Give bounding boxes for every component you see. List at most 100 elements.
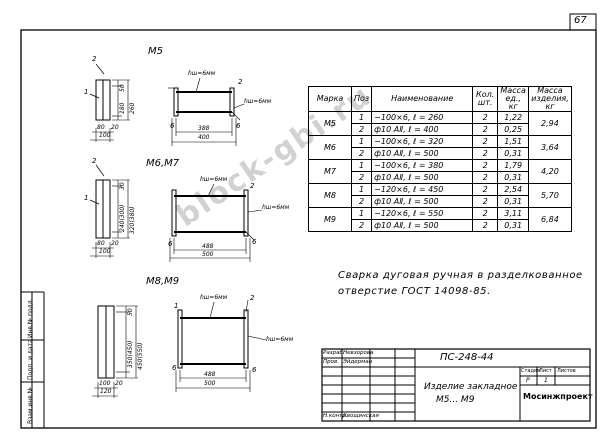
spec-mass: 2,54 — [497, 183, 530, 196]
spec-mass: 0,25 — [497, 123, 530, 136]
spec-mass: 0,31 — [497, 195, 530, 208]
name-check: Эйдерман — [343, 359, 373, 365]
m67-front-view — [169, 183, 263, 262]
title-block-lines — [321, 348, 591, 422]
m89-front-view — [175, 299, 267, 392]
m89-dim-inner: 488 — [204, 371, 216, 378]
name-norm: Хвощинская — [343, 413, 379, 419]
m89-dim-b2: 20 — [115, 380, 123, 387]
m5-side-pos2: 2 — [92, 55, 97, 63]
m67-dim-b2: 20 — [111, 240, 119, 247]
m89-dim-mid: 350(450) — [127, 340, 134, 368]
m5-side-view — [89, 63, 130, 142]
spec-pos: 1 — [350, 159, 373, 172]
page-number: 67 — [574, 15, 587, 26]
m89-dim-btotal: 120 — [100, 388, 112, 395]
m89-title: М8,М9 — [146, 276, 180, 287]
spec-qty: 2 — [472, 147, 499, 160]
stage-value: Р — [526, 377, 530, 384]
spec-qty: 2 — [472, 195, 499, 208]
spec-qty: 2 — [472, 123, 499, 136]
sheet-frame — [20, 29, 597, 429]
doc-title-1: Изделие закладное — [424, 382, 518, 392]
spec-mass: 1,79 — [497, 159, 530, 172]
m67-title: М6,М7 — [146, 158, 180, 169]
spec-name: −120×6, ℓ = 450 — [371, 183, 474, 196]
m89-dim-length: 500 — [204, 380, 216, 387]
role-check: Пров. — [323, 359, 339, 365]
m89-front-pos-right: 6 — [252, 366, 257, 374]
spec-pos: 2 — [350, 219, 373, 232]
left-binding-strip — [21, 291, 45, 428]
spec-qty: 2 — [472, 111, 499, 124]
m67-dim-top: 30 — [119, 182, 126, 190]
m67-side-pos1: 1 — [84, 194, 89, 202]
spec-pos: 1 — [350, 207, 373, 220]
welding-note: Сварка дуговая ручная в разделкованное о… — [338, 268, 583, 300]
org-name: Мосинжпроект — [523, 392, 593, 401]
spec-pos: 1 — [350, 183, 373, 196]
role-norm: Н.контр. — [323, 413, 348, 419]
m5-title: М5 — [148, 46, 163, 57]
spec-mass: 1,22 — [497, 111, 530, 124]
m5-dim-inner: 388 — [198, 125, 210, 132]
col-item-mass: Масса изделия, кг — [528, 86, 572, 112]
sheets-label: Листов — [557, 368, 576, 374]
m89-front-pos2: 2 — [250, 294, 255, 302]
stage-label: Стадия — [521, 368, 541, 374]
m5-front-pos2: 2 — [238, 78, 243, 86]
spec-header-row: Марка Поз Наименование Кол. шт. Масса ед… — [308, 86, 572, 112]
spec-name: −100×6, ℓ = 320 — [371, 135, 474, 148]
spec-qty: 2 — [472, 207, 499, 220]
m67-side-pos2: 2 — [92, 157, 97, 165]
m67-dim-length: 500 — [202, 251, 214, 258]
spec-pos: 2 — [350, 123, 373, 136]
spec-total: 5,70 — [528, 183, 572, 208]
m67-dim-mid: 240(300) — [119, 204, 126, 232]
spec-pos: 1 — [350, 135, 373, 148]
m5-dim-mid: 180 — [119, 102, 126, 114]
m67-front-pos-right: 6 — [252, 238, 257, 246]
m67-dim-b1: 80 — [97, 240, 105, 247]
m5-dim-b2: 20 — [111, 124, 119, 131]
sheet-value: 1 — [544, 377, 548, 384]
m5-weld-label-side: hш=6мм — [244, 98, 272, 105]
m89-front-pos1: 1 — [174, 302, 179, 310]
spec-mass: 3,11 — [497, 207, 530, 220]
m5-side-pos1: 1 — [84, 88, 89, 96]
m5-dim-b1: 80 — [97, 124, 105, 131]
spec-name: ф10 АⅡ, ℓ = 500 — [371, 171, 474, 184]
spec-name: −100×6, ℓ = 380 — [371, 159, 474, 172]
m89-weld-label: hш=6мм — [200, 294, 228, 301]
spec-mark: М8 — [308, 183, 352, 208]
m89-front-pos-left: 6 — [172, 364, 177, 372]
m67-front-pos-left: 6 — [168, 240, 173, 248]
role-dev: Разраб. — [323, 350, 345, 356]
spec-name: ф10 АⅡ, ℓ = 400 — [371, 123, 474, 136]
m67-dim-total: 320(380) — [129, 206, 136, 234]
spec-mass: 0,31 — [497, 219, 530, 232]
spec-mass: 0,31 — [497, 147, 530, 160]
note-line-1: Сварка дуговая ручная в разделкованное — [338, 270, 583, 281]
spec-qty: 2 — [472, 219, 499, 232]
doc-title-2: М5... М9 — [436, 395, 475, 405]
spec-qty: 2 — [472, 135, 499, 148]
strip-label-1: Инв.№ подл. — [27, 298, 34, 339]
spec-mass: 0,31 — [497, 171, 530, 184]
sheet-label: Лист — [539, 368, 552, 374]
m5-dim-top: 50 — [119, 84, 126, 92]
spec-qty: 2 — [472, 171, 499, 184]
spec-total: 2,94 — [528, 111, 572, 136]
note-line-2: отверстие ГОСТ 14098-85. — [338, 286, 491, 297]
spec-pos: 2 — [350, 171, 373, 184]
spec-total: 6,84 — [528, 207, 572, 232]
spec-total: 3,64 — [528, 135, 572, 160]
spec-mark: М9 — [308, 207, 352, 232]
spec-mark: М7 — [308, 159, 352, 184]
m89-side-view — [92, 305, 138, 398]
spec-mass: 1,51 — [497, 135, 530, 148]
